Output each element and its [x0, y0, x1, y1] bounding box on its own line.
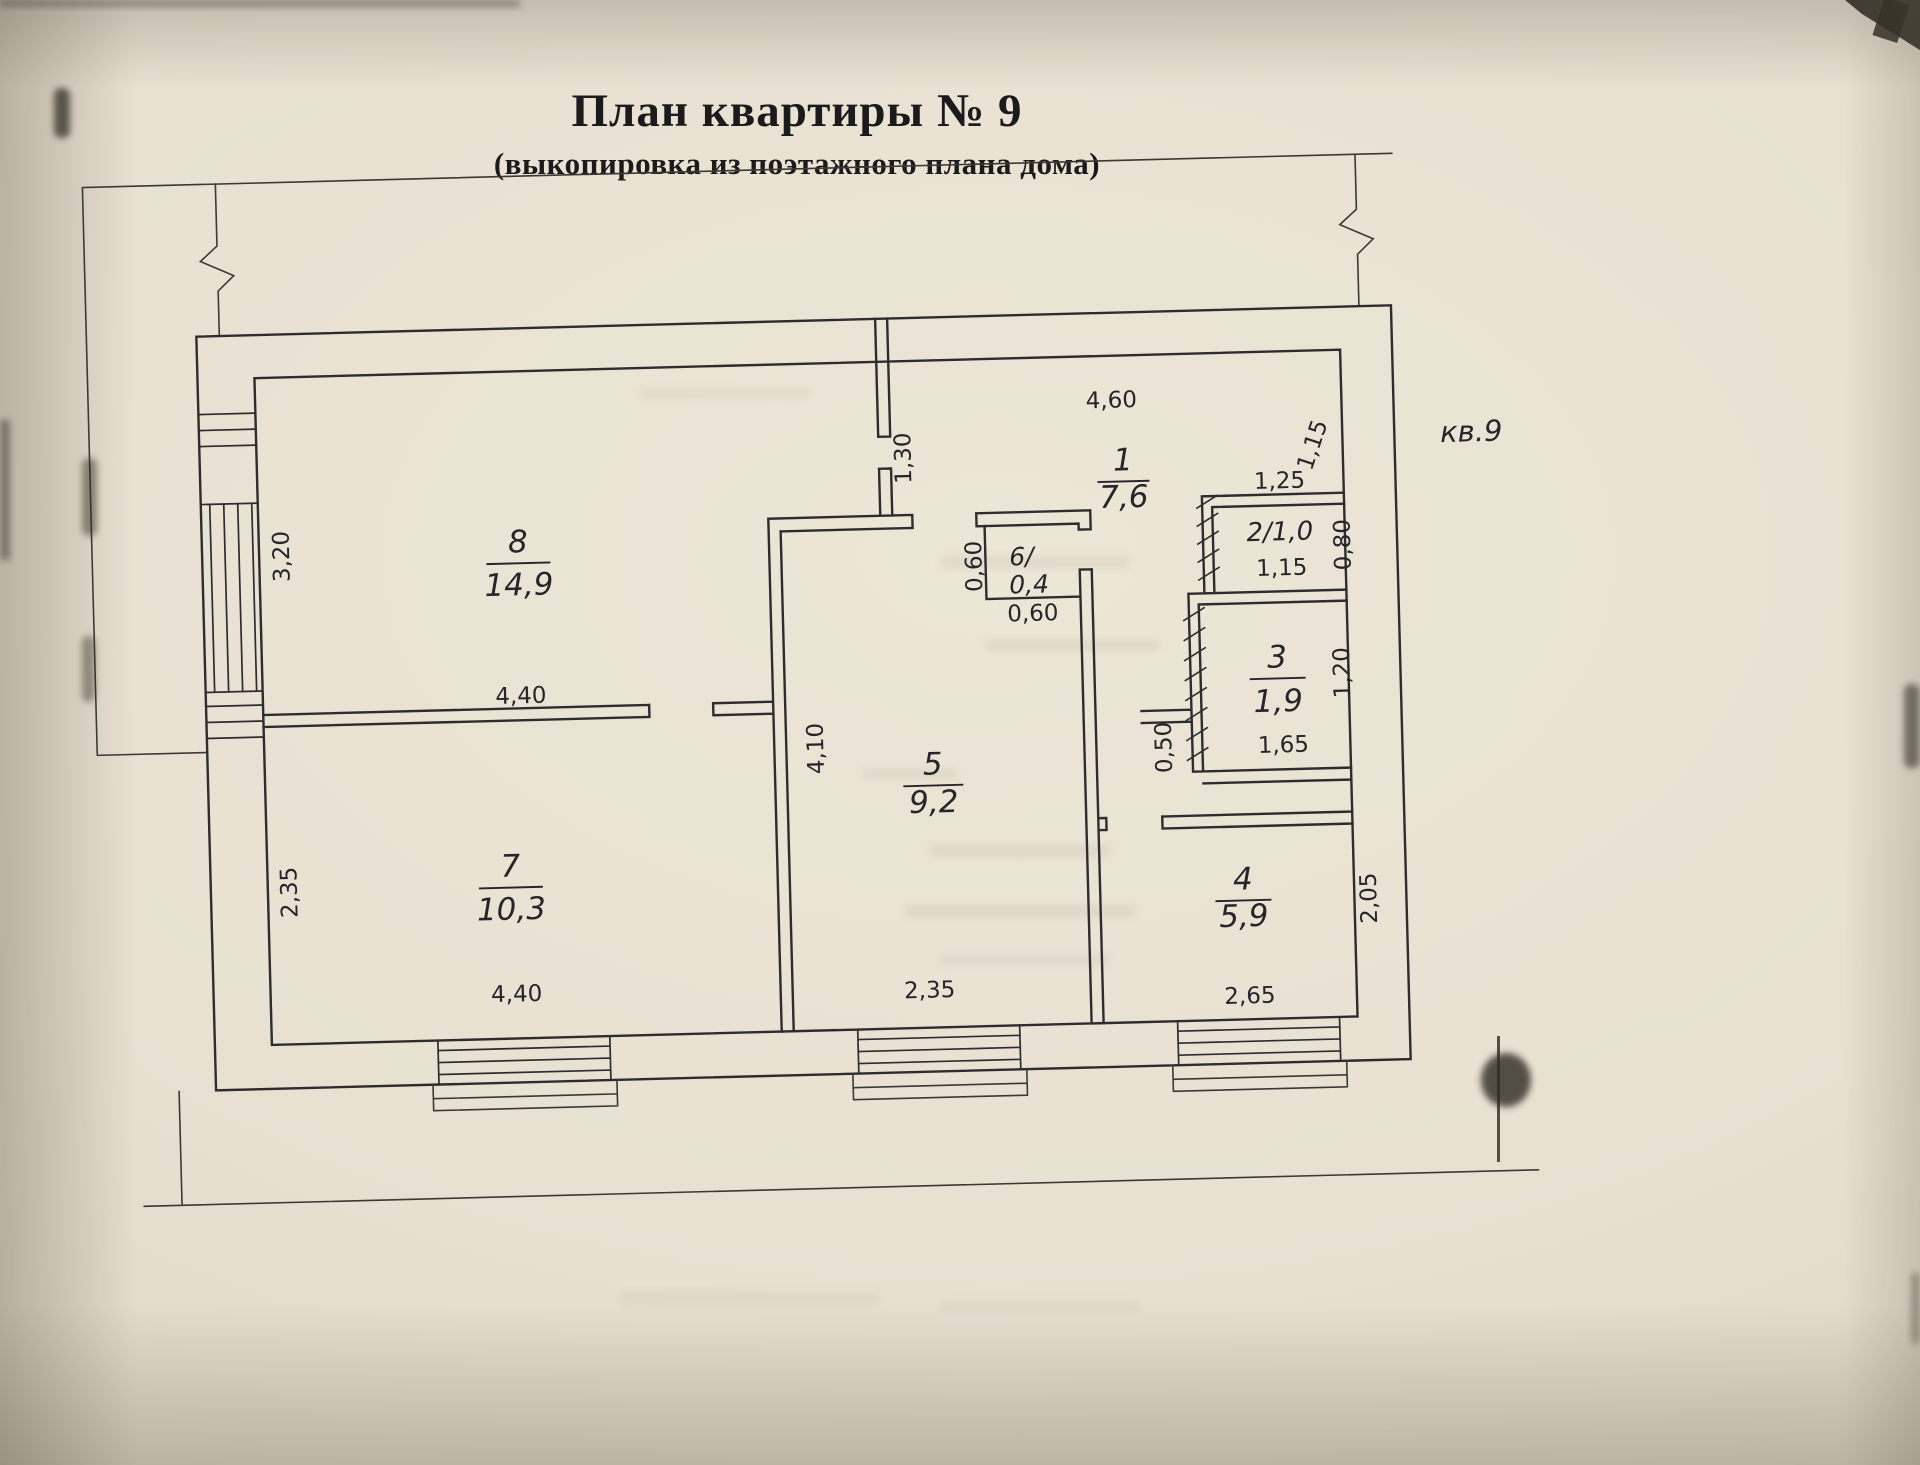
room-6-label: 6/ 0,4: [1009, 542, 1050, 600]
ink-blot: [1481, 1053, 1531, 1107]
ink-smudge: [82, 458, 97, 536]
dim-room3-right: 1,20: [1329, 647, 1356, 699]
room-5-number: 5: [922, 746, 943, 783]
ink-smudge: [82, 636, 95, 702]
room-3-fraction-bar: [1249, 676, 1306, 681]
apartment-number-tag: кв.9: [1440, 413, 1503, 449]
scan-artifacts: [0, 0, 1920, 1344]
room-3-area: 1,9: [1253, 683, 1303, 720]
bleed-through-marks: [620, 388, 1160, 1312]
room-8-label: 8 14,9: [484, 524, 554, 604]
room-8-area: 14,9: [484, 566, 554, 604]
dim-room6-left: 0,60: [961, 540, 988, 592]
building-outline: [81, 152, 1540, 1208]
floor-plan-drawing: 8 14,9 7 10,3 5 9,2 6/ 0,4 1 7,6: [81, 152, 1540, 1208]
room-8-fraction-bar: [486, 561, 551, 566]
door-hatches: [1182, 494, 1221, 762]
room-1-label: 1 7,6: [1097, 442, 1150, 516]
dim-room6-bottom: 0,60: [1007, 600, 1059, 627]
room-7-number: 7: [500, 848, 521, 885]
room-1-number: 1: [1113, 442, 1134, 479]
dim-room3-bottom: 1,65: [1257, 732, 1309, 759]
room-2-number-area: 2/1,0: [1246, 516, 1313, 548]
room-8-number: 8: [508, 524, 529, 561]
corner-mark: [1872, 0, 1910, 44]
room-6-number: 6/: [1009, 542, 1037, 572]
break-mark-right: [1338, 153, 1375, 308]
dim-room8-left: 3,20: [268, 531, 295, 583]
room-4-area: 5,9: [1219, 898, 1269, 935]
dim-room2-top: 1,25: [1254, 468, 1306, 495]
edge-shadow: [0, 0, 520, 7]
edge-smudge: [1911, 1272, 1920, 1344]
room-5-label: 5 9,2: [903, 746, 964, 821]
window-sills: [432, 1059, 1349, 1112]
dim-hall-right: 1,15: [1293, 417, 1334, 474]
room-5-area: 9,2: [909, 784, 959, 821]
room-4-number: 4: [1233, 861, 1254, 898]
edge-smudge: [1904, 684, 1920, 768]
page-title: План квартиры № 9: [571, 85, 1023, 137]
dim-room2-right: 0,80: [1330, 519, 1357, 571]
room-3-number: 3: [1267, 639, 1288, 676]
room-4-fraction-bar: [1215, 898, 1272, 903]
room-7-area: 10,3: [476, 891, 546, 929]
break-mark-left: [198, 183, 236, 337]
room-4-label: 4 5,9: [1215, 861, 1272, 935]
dim-room2-width: 1,15: [1256, 555, 1308, 582]
room-1-fraction-bar: [1097, 479, 1150, 484]
left-window: [198, 412, 264, 740]
dim-room4-right: 2,05: [1356, 872, 1383, 924]
dim-room5-bottom: 2,35: [904, 977, 956, 1004]
dim-room5-left: 4,10: [803, 723, 830, 775]
dim-entry-stub: 1,30: [890, 432, 917, 484]
room-7-label: 7 10,3: [476, 848, 546, 929]
room-2-label: 2/1,0: [1246, 516, 1313, 548]
dim-hall-gap: 0,50: [1151, 722, 1178, 774]
dim-hall-top: 4,60: [1085, 387, 1137, 414]
exterior-walls: [195, 304, 1412, 1092]
dim-room7-left: 2,35: [276, 866, 303, 918]
ink-smudge: [54, 88, 70, 138]
room-6-area: 0,4: [1009, 569, 1050, 599]
room-5-fraction-bar: [903, 783, 964, 788]
interior-walls: [262, 317, 1354, 1033]
room-7-fraction-bar: [478, 885, 543, 890]
room-3-label: 3 1,9: [1249, 639, 1306, 720]
dim-room7-bottom: 4,40: [491, 981, 543, 1008]
dim-room4-bottom: 2,65: [1224, 983, 1276, 1010]
dim-room8-bottom: 4,40: [495, 683, 547, 710]
room-1-area: 7,6: [1099, 479, 1149, 516]
bottom-windows: [437, 1016, 1342, 1085]
edge-shadow: [0, 420, 10, 560]
